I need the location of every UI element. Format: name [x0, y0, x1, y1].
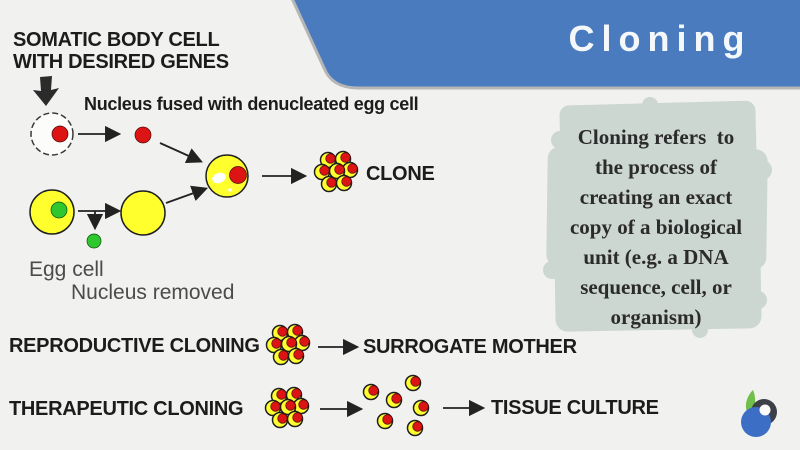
egg-cell	[29, 189, 75, 235]
note-line: the process of	[594, 155, 718, 179]
egg-cell-label: Egg cell	[29, 258, 104, 281]
removed-nucleus	[86, 233, 102, 249]
clone-cluster	[315, 152, 358, 192]
fused-nucleus	[229, 166, 247, 184]
somatic-heading-line1: SOMATIC BODY CELL	[13, 29, 220, 51]
scattered-cells	[362, 374, 430, 437]
arrow-nucleus-to-fusion	[159, 142, 203, 164]
brand-logo	[741, 390, 777, 437]
note-line: sequence, cell, or	[580, 275, 732, 299]
definition-note: Cloning refers to the process of creatin…	[540, 122, 772, 332]
therapeutic-cluster	[266, 388, 309, 428]
tissue-culture-label: TISSUE CULTURE	[491, 397, 659, 419]
fused-cell	[205, 154, 249, 198]
clone-label: CLONE	[366, 163, 435, 185]
extracted-nucleus	[134, 126, 152, 144]
reproductive-cluster	[267, 325, 310, 365]
note-line: copy of a biological	[569, 215, 743, 239]
fusion-caption: Nucleus fused with denucleated egg cell	[84, 94, 419, 114]
somatic-heading: SOMATIC BODY CELL WITH DESIRED GENES	[13, 29, 229, 73]
page-title: Cloning	[568, 18, 752, 59]
note-line: organism)	[610, 305, 702, 329]
denucleated-egg-cell	[120, 190, 166, 236]
arrow-egg-to-fusion	[165, 185, 209, 204]
note-line: unit (e.g. a DNA	[583, 245, 729, 269]
title-banner-shape	[291, 0, 800, 90]
surrogate-mother-label: SURROGATE MOTHER	[363, 336, 577, 358]
somatic-cell	[30, 112, 74, 156]
note-patch	[543, 97, 772, 338]
reproductive-cloning-label: REPRODUCTIVE CLONING	[9, 335, 260, 357]
down-arrow-icon	[33, 76, 59, 106]
nucleus-removed-label: Nucleus removed	[71, 281, 235, 304]
note-line: creating an exact	[579, 185, 733, 209]
egg-nucleus	[50, 201, 68, 219]
somatic-nucleus	[51, 125, 69, 143]
note-line: Cloning refers to	[577, 125, 735, 149]
somatic-heading-line2: WITH DESIRED GENES	[13, 51, 229, 73]
therapeutic-cloning-label: THERAPEUTIC CLONING	[9, 398, 244, 420]
